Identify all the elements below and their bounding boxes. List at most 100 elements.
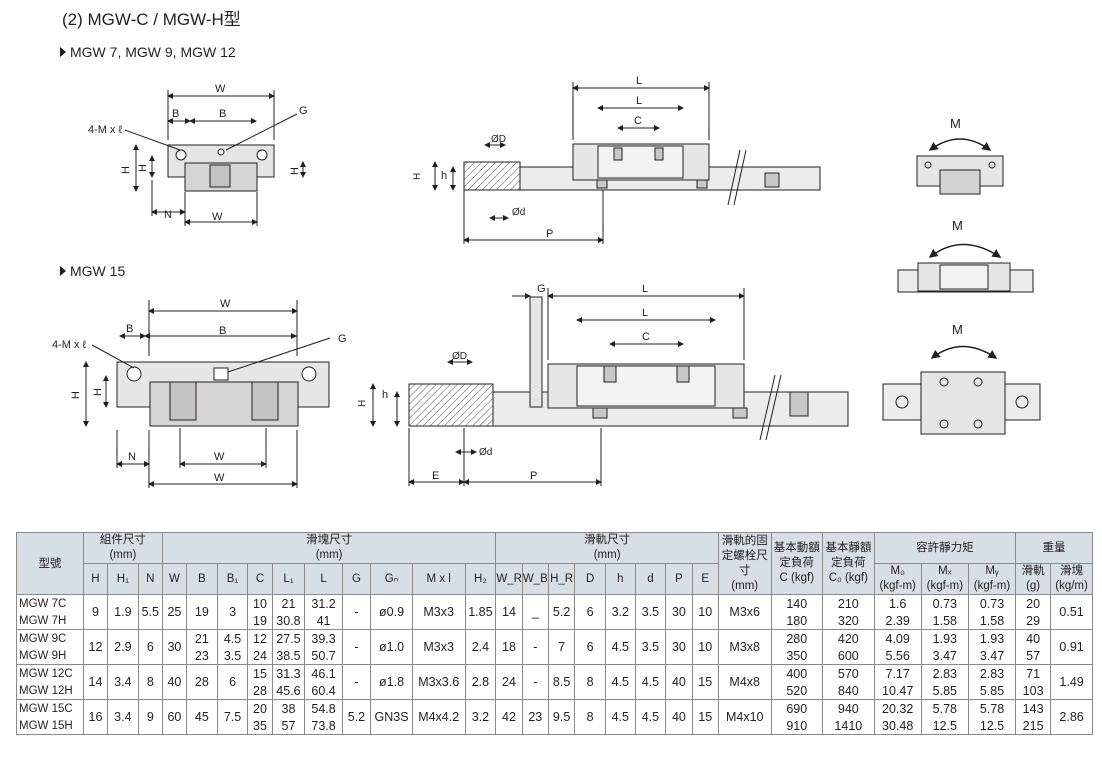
- col-L: L: [304, 563, 343, 595]
- cell-bolt: M3x8: [717, 629, 772, 665]
- cell-Wra: 71: [1015, 664, 1052, 682]
- col-WB: W_B: [521, 563, 549, 595]
- cell-Wrb: 103: [1015, 682, 1052, 700]
- label-mxl-large: 4-M x ℓ: [52, 339, 87, 351]
- cell-Wra: 20: [1015, 594, 1052, 612]
- cell-B1: 3: [216, 594, 249, 630]
- cell-bolt: M4x8: [717, 664, 772, 700]
- cell-Mya: 5.78: [967, 699, 1017, 717]
- cell-WR: 24: [495, 664, 523, 700]
- cell-Mxb: 12.5: [920, 717, 969, 735]
- col-block-weight: 滑塊(kg/m): [1050, 563, 1093, 595]
- col-H: H: [82, 563, 109, 595]
- col-W: W: [161, 563, 188, 595]
- section-label: MGW 15: [70, 263, 126, 279]
- cell-D: 6: [574, 594, 606, 630]
- cell-Ca: 280: [770, 629, 824, 647]
- label-HR-large: H: [357, 400, 368, 407]
- label-WR: W: [212, 211, 223, 223]
- cell-HR: 7: [547, 629, 576, 665]
- cell-m1: MGW 12C: [16, 664, 84, 682]
- cell-C0b: 840: [822, 682, 875, 700]
- col-WR: W_R: [495, 563, 523, 595]
- cell-L1a: 38: [271, 699, 306, 717]
- cell-Ba: 21: [186, 629, 218, 647]
- cell-N: 8: [137, 664, 163, 700]
- label-H: H: [120, 166, 132, 174]
- cell-G: -: [341, 594, 372, 630]
- cell-Gn: ø1.0: [370, 629, 413, 665]
- cell-Gn: ø1.8: [370, 664, 413, 700]
- cell-E: 15: [691, 699, 719, 735]
- cell-Myb: 12.5: [967, 717, 1017, 735]
- label-D: ØD: [491, 134, 506, 145]
- cell-Lb: 41: [304, 612, 343, 630]
- col-HR: H_R: [547, 563, 576, 595]
- cell-bolt: M3x6: [717, 594, 772, 630]
- cell-Mya: 1.93: [967, 629, 1017, 647]
- cell-Mya: 2.83: [967, 664, 1017, 682]
- cell-C0a: 570: [822, 664, 875, 682]
- label-G-large: G: [537, 283, 546, 295]
- cell-G: -: [341, 629, 372, 665]
- cell-WB: -: [521, 629, 549, 665]
- page-title: (2) MGW-C / MGW-H型: [62, 10, 241, 29]
- col-C: C: [247, 563, 273, 595]
- cell-N: 5.5: [137, 594, 163, 630]
- cell-C1: 10: [247, 594, 273, 612]
- cell-H1: 1.9: [107, 594, 139, 630]
- cell-H: 14: [82, 664, 109, 700]
- header-static-moment: 容許靜力矩: [873, 532, 1017, 564]
- label-h-large: h: [382, 389, 388, 401]
- side-view-large: [370, 288, 849, 486]
- cell-Mob: 2.39: [873, 612, 922, 630]
- cell-Mxa: 0.73: [920, 594, 969, 612]
- col-h: h: [604, 563, 636, 595]
- cell-L1b: 30.8: [271, 612, 306, 630]
- cell-Cb: 520: [770, 682, 824, 700]
- cell-B1b: 3.5: [216, 647, 249, 665]
- cell-C2: 19: [247, 612, 273, 630]
- label-H2: H: [289, 167, 301, 175]
- col-D: D: [574, 563, 606, 595]
- cell-P: 30: [665, 594, 693, 630]
- side-view-small: [432, 82, 821, 244]
- moment-diagram-mo: [916, 138, 1004, 195]
- front-view-large: [83, 300, 331, 488]
- cell-B1a: 4.5: [216, 629, 249, 647]
- header-rail: 滑軌尺寸(mm): [495, 532, 719, 564]
- col-H2: H₂: [464, 563, 497, 595]
- label-WR-large: W: [214, 472, 225, 484]
- cell-L1b: 45.6: [271, 682, 306, 700]
- label-E-large: E: [432, 470, 439, 482]
- cell-Cb: 180: [770, 612, 824, 630]
- section-label: MGW 7, MGW 9, MGW 12: [70, 44, 236, 60]
- cell-WB: _: [521, 594, 549, 630]
- col-Mxl: M x l: [411, 563, 466, 595]
- col-H1: H₁: [107, 563, 139, 595]
- cell-G: -: [341, 664, 372, 700]
- cell-L1b: 57: [271, 717, 306, 735]
- cell-m2: MGW 9H: [16, 647, 84, 665]
- cell-HR: 8.5: [547, 664, 576, 700]
- spec-table-container: 型號 組件尺寸(mm) 滑塊尺寸(mm) 滑軌尺寸(mm) 滑軌的固定螺栓尺寸(…: [16, 532, 1093, 735]
- cell-N: 9: [137, 699, 163, 735]
- cell-C2: 24: [247, 647, 273, 665]
- cell-Mob: 5.56: [873, 647, 922, 665]
- cell-bolt: M4x10: [717, 699, 772, 735]
- label-Mx: M: [952, 218, 963, 233]
- cell-Mob: 30.48: [873, 717, 922, 735]
- cell-B1: 7.5: [216, 699, 249, 735]
- label-W-large: W: [220, 298, 231, 310]
- cell-Mxb: 1.58: [920, 612, 969, 630]
- cell-W: 30: [161, 629, 188, 665]
- label-My: M: [952, 322, 963, 337]
- cell-B1: 6: [216, 664, 249, 700]
- label-W: W: [215, 83, 226, 95]
- triangle-bullet-icon: [60, 266, 66, 276]
- cell-H2: 2.4: [464, 629, 497, 665]
